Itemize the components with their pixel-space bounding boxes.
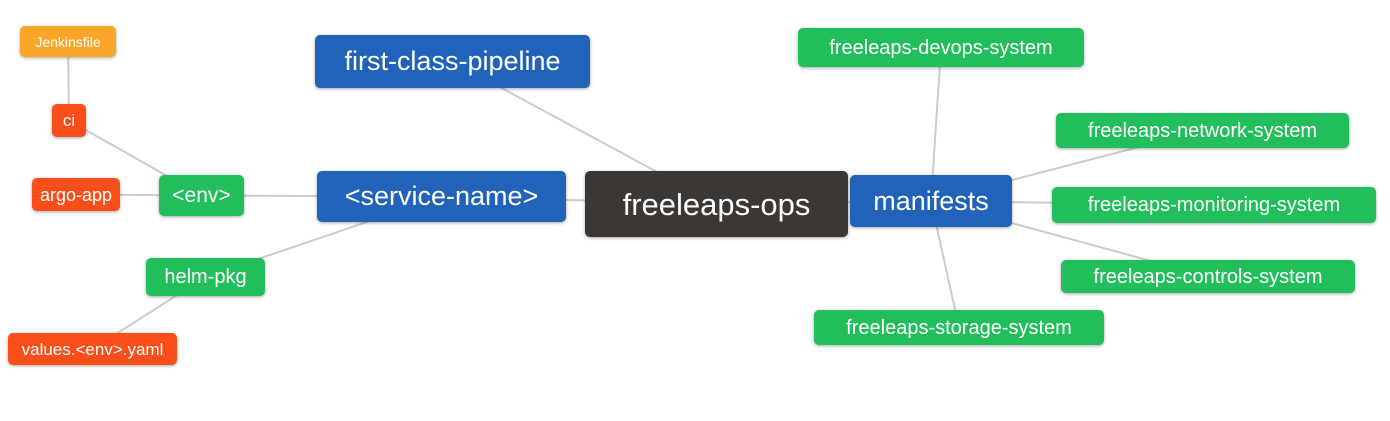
node-env[interactable]: <env> (159, 175, 244, 216)
node-values-env-yaml[interactable]: values.<env>.yaml (8, 333, 177, 365)
node-freeleaps-controls-system[interactable]: freeleaps-controls-system (1061, 260, 1355, 293)
node-freeleaps-storage-system[interactable]: freeleaps-storage-system (814, 310, 1104, 345)
node-jenkinsfile[interactable]: Jenkinsfile (20, 26, 116, 57)
node-freeleaps-network-system[interactable]: freeleaps-network-system (1056, 113, 1349, 148)
node-first-class-pipeline[interactable]: first-class-pipeline (315, 35, 590, 88)
node-freeleaps-monitoring-system[interactable]: freeleaps-monitoring-system (1052, 187, 1376, 223)
node-helm-pkg[interactable]: helm-pkg (146, 258, 265, 296)
node-argo-app[interactable]: argo-app (32, 178, 120, 211)
node-freeleaps-devops-system[interactable]: freeleaps-devops-system (798, 28, 1084, 67)
node-manifests[interactable]: manifests (850, 175, 1012, 227)
node-freeleaps-ops[interactable]: freeleaps-ops (585, 171, 848, 237)
node-service-name[interactable]: <service-name> (317, 171, 566, 222)
node-ci[interactable]: ci (52, 104, 86, 137)
